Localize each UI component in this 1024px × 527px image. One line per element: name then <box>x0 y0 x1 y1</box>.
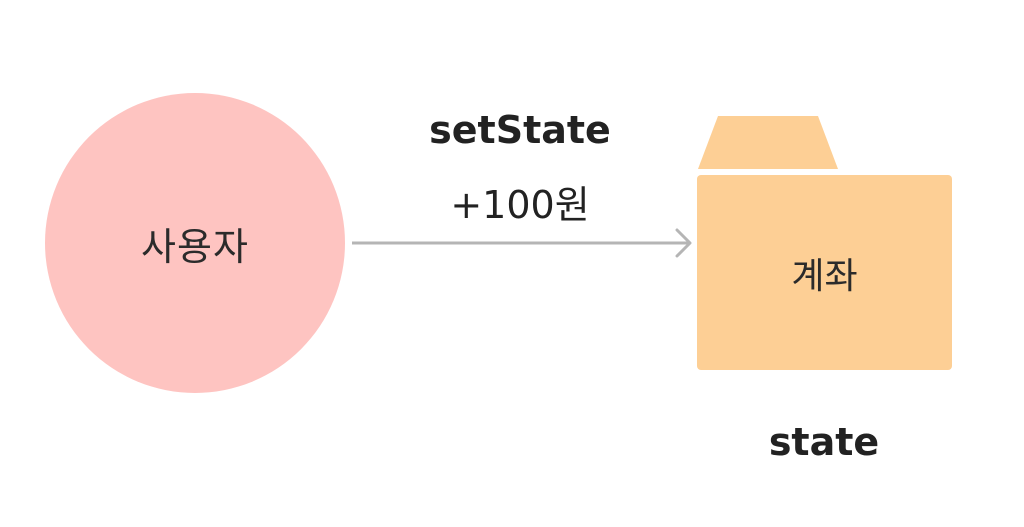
arrow-head <box>675 228 692 258</box>
user-label: 사용자 <box>141 224 249 269</box>
state-caption: state <box>768 420 880 464</box>
action-name: setState <box>429 108 611 152</box>
account-node: 계좌 <box>697 175 952 370</box>
account-label: 계좌 <box>791 255 858 297</box>
folder-icon <box>697 116 952 370</box>
action-amount: +100원 <box>450 183 590 227</box>
folder-tab <box>698 116 838 169</box>
user-node: 사용자 <box>45 93 345 393</box>
folder-body <box>697 175 952 370</box>
setstate-arrow <box>352 228 692 258</box>
